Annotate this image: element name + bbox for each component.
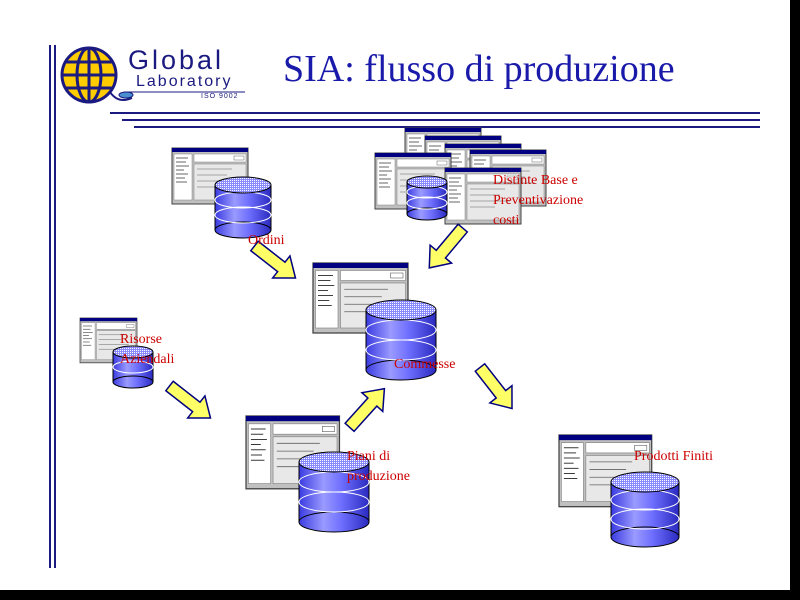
label-commesse: Commesse <box>394 357 456 372</box>
arrow-commesse-to-prodotti <box>474 362 513 410</box>
logo-iso-text: ISO 9002 <box>201 93 239 100</box>
label-distinte-line3: costi <box>493 213 520 228</box>
database-prodotti <box>610 471 680 548</box>
label-distinte-line2: Preventivazione <box>493 193 584 208</box>
arrow-ordini-to-commesse <box>249 240 297 279</box>
page-title: SIA: flusso di produzione <box>283 48 675 90</box>
globe-icon <box>60 46 134 104</box>
arrow-piani-to-commesse <box>344 387 386 433</box>
database-commesse <box>365 299 437 381</box>
label-risorse-line1: Risorse <box>120 332 162 347</box>
label-risorse-line2: Aziendali <box>120 352 175 367</box>
database-distinte <box>406 175 448 221</box>
database-risorse <box>112 345 154 389</box>
label-ordini: Ordini <box>248 233 285 248</box>
arrow-risorse-to-piani <box>164 380 212 419</box>
label-prodotti: Prodotti Finiti <box>634 449 713 464</box>
arrow-distinte-to-commesse <box>428 223 469 269</box>
label-piani-line1: Piani di <box>347 449 391 464</box>
logo-word-laboratory: Laboratory <box>136 73 233 90</box>
label-distinte-line1: Distinte Base e <box>493 173 578 188</box>
database-ordini <box>214 176 272 239</box>
label-piani-line2: produzione <box>347 469 410 484</box>
logo-word-global: Global <box>128 45 225 75</box>
database-piani <box>298 451 370 533</box>
